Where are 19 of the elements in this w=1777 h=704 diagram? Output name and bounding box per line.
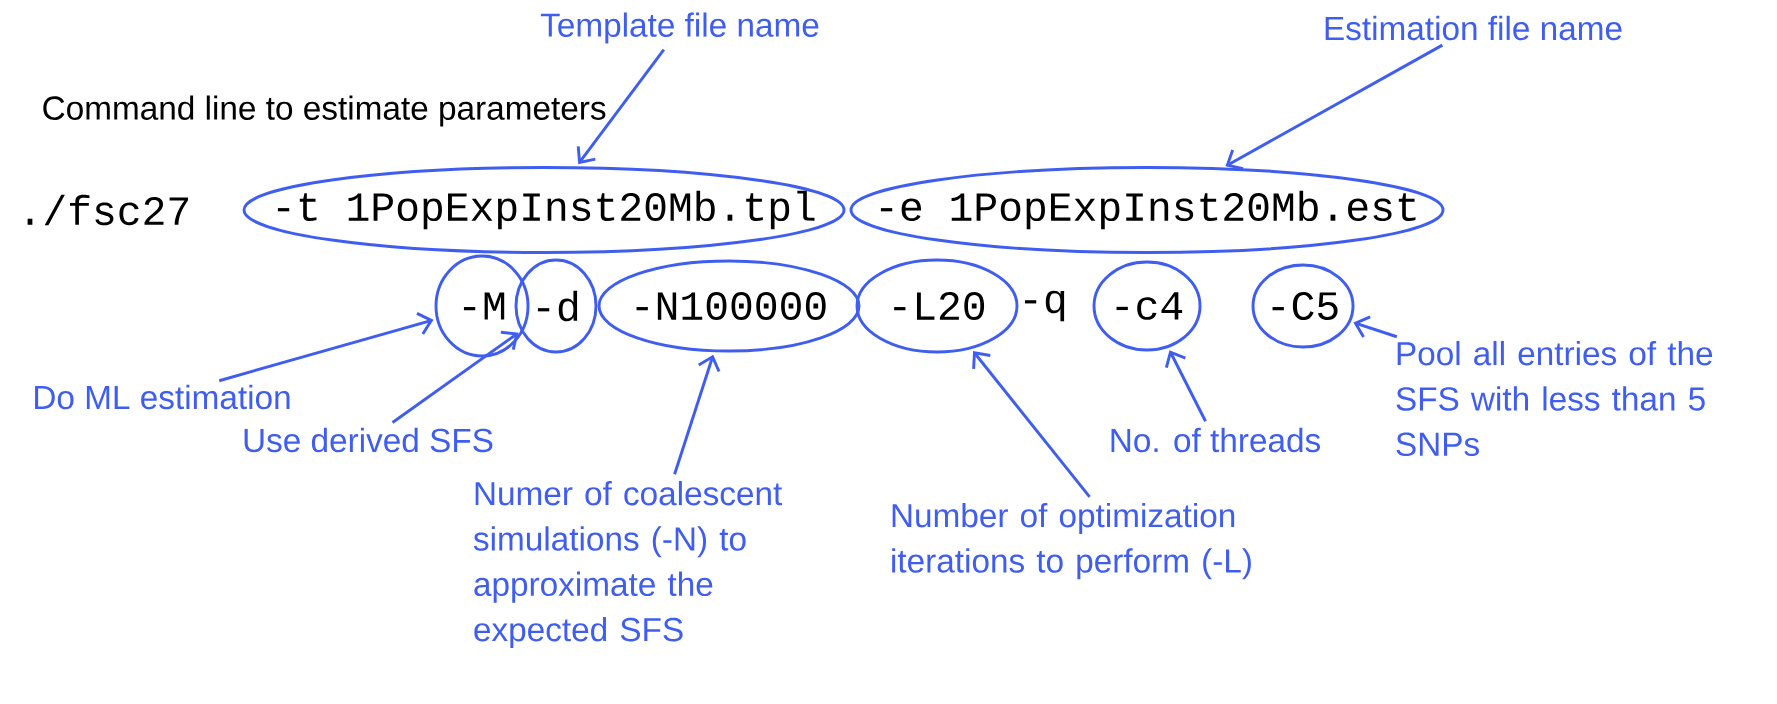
annotation-text: Numer of coalescent simulations (-N) to approximate the expected SFS	[473, 480, 782, 648]
arrow	[576, 48, 665, 165]
command-text: -q	[1024, 290, 1065, 322]
arrow	[391, 330, 519, 424]
heading: Command line to estimate parameters	[43, 95, 606, 127]
arrow	[218, 312, 434, 383]
arrow	[972, 351, 1091, 498]
arrow	[1164, 350, 1207, 422]
annotation-text: Pool all entries of the SFS with less than 5 SNPs	[1396, 340, 1713, 457]
annotation-text: Use derived SFS	[244, 427, 493, 453]
arrow	[1225, 43, 1444, 171]
command-text: ./fsc27	[27, 194, 188, 226]
annotation-text: Estimation file name	[1325, 15, 1622, 41]
annotation-text: Number of optimization iterations to perform (-L)	[892, 502, 1251, 580]
arrow	[1353, 315, 1398, 339]
arrow	[673, 354, 721, 475]
annotation-text: Template file name	[540, 12, 819, 44]
annotation-text: No. of threads	[1111, 427, 1320, 453]
annotation-text: Do ML estimation	[35, 384, 290, 410]
